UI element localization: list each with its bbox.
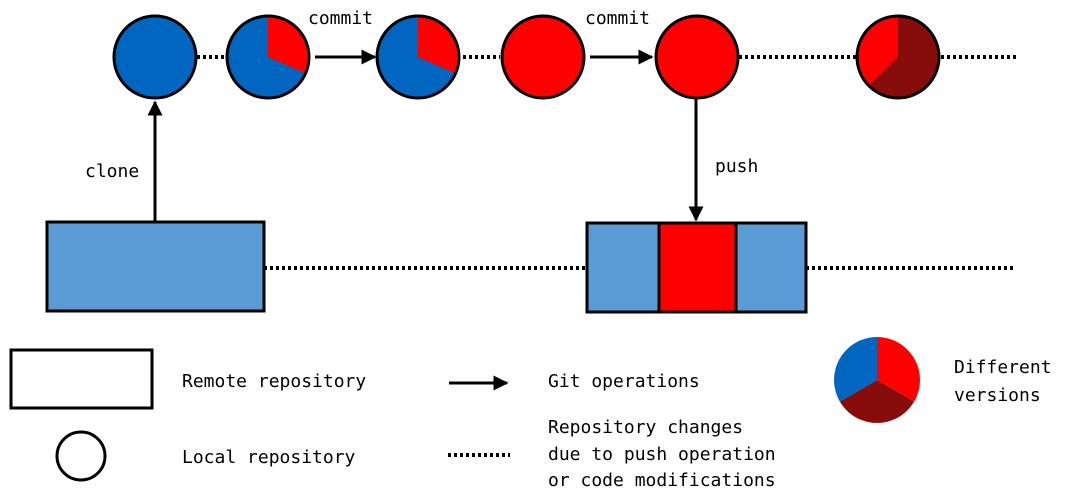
legend-repo-changes-line-1: Repository changes (548, 417, 743, 438)
remote-repo-box-1 (45, 220, 266, 313)
legend-remote-repo-label: Remote repository (182, 371, 366, 392)
pie-slice-red (856, 15, 898, 86)
local-repo-circle-3 (375, 14, 461, 100)
legend-different-versions-line-2: versions (954, 385, 1041, 406)
local-repo-circle-1 (112, 14, 198, 100)
remote-repo-changed-segment (659, 223, 736, 312)
legend-repo-changes-line-2: due to push operation (548, 444, 776, 465)
local-repo-circle-4 (500, 14, 586, 100)
legend-local-repo-label: Local repository (182, 447, 356, 468)
legend-different-versions-symbol (834, 337, 920, 423)
legend-remote-repo-symbol (9, 348, 154, 410)
remote-repo-box-2 (585, 221, 808, 314)
legend-git-operations-label: Git operations (548, 371, 700, 392)
local-repo-circle-6 (855, 14, 941, 100)
push-label: push (715, 156, 758, 177)
legend-different-versions-line-1: Different (954, 357, 1052, 378)
legend-local-repo-symbol (55, 430, 107, 482)
local-repo-circle-5 (654, 14, 740, 100)
commit-label-2: commit (585, 8, 650, 29)
commit-label-1: commit (308, 8, 373, 29)
local-repo-circle-2 (225, 14, 311, 100)
legend-repo-changes-line-3: or code modifications (548, 470, 776, 491)
clone-label: clone (85, 161, 139, 182)
